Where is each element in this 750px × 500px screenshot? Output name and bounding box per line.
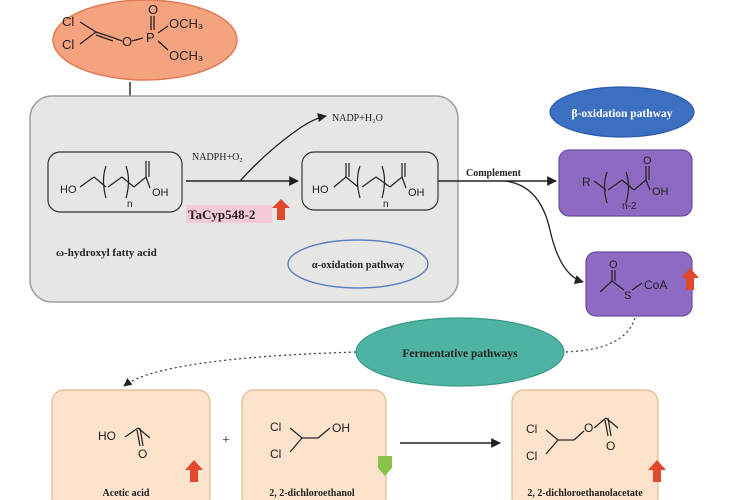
acetic-acid-label: Acetic acid [103, 488, 150, 499]
tacyp-label: TaCyp548-2 [188, 207, 255, 222]
dichloroethanolacetate-o-ester: O [584, 421, 593, 435]
cofactor-out: NADP+H₂O [332, 113, 383, 124]
dotted-coa-to-fermentative [564, 317, 636, 353]
substrate-ho: HO [60, 184, 77, 196]
dichloroethanolacetate-o-carbonyl: O [606, 439, 615, 453]
acetic-acid-o: O [138, 447, 147, 461]
dichloroethanol-label: 2, 2-dichloroethanol [269, 488, 355, 499]
dichlorvos-och3-bottom: OCH₃ [169, 48, 203, 63]
dichloroethanol-cl-top: Cl [270, 420, 281, 434]
dichlorvos-o-ester: O [122, 34, 132, 49]
complement-label: Complement [466, 168, 522, 179]
dichlorvos-p: P [146, 30, 155, 45]
dichloroethanolacetate-up-arrow-icon [648, 460, 666, 482]
beta-product-r: R [582, 175, 591, 189]
dichloroethanolacetate-node: Cl Cl O O 2, 2-dichloroethanolacetate [511, 389, 666, 500]
dichlorvos-cl-bottom: Cl [62, 37, 74, 52]
dichlorvos-cl-top: Cl [62, 14, 74, 29]
coa-label: CoA [644, 278, 667, 292]
dichloroethanolacetate-label: 2, 2-dichloroethanolacetate [527, 488, 643, 499]
beta-product-structure [593, 166, 651, 204]
dichloroethanol-box [241, 389, 387, 500]
dichlorvos-structure [79, 16, 169, 51]
dichloroethanolacetate-cl-bottom: Cl [526, 449, 537, 463]
fermentative-label: Fermentative pathways [402, 348, 518, 360]
dichloroethanol-cl-bottom: Cl [270, 447, 281, 461]
dichlorvos-ellipse [52, 0, 238, 81]
acetic-acid-up-arrow-icon [185, 460, 203, 482]
tacyp-highlight [186, 205, 272, 223]
alpha-oxidation-ellipse [287, 239, 429, 289]
dichloroethanol-down-arrow-icon [378, 456, 392, 476]
cofactor-curve-arrow [239, 112, 327, 182]
substrate-structure [79, 161, 151, 199]
dichloroethanolacetate-cl-top: Cl [526, 422, 537, 436]
grey-box: HO n OH ω-hydroxyl fatty acid NADPH+O₂ N… [29, 95, 459, 303]
arrow-to-coa [504, 180, 584, 284]
dichlorvos-o-double: O [148, 2, 158, 17]
beta-product-o: O [643, 155, 652, 167]
cofactor-in: NADPH+O₂ [192, 152, 243, 163]
acetic-acid-box [51, 389, 211, 500]
coa-up-arrow-icon [681, 268, 699, 290]
dichloroethanol-oh: OH [332, 421, 350, 435]
beta-oxidation-ellipse [549, 86, 695, 138]
coa-s: S [624, 290, 631, 302]
dichloroethanol-node: Cl Cl OH 2, 2-dichloroethanol [241, 389, 392, 500]
substrate-n: n [127, 199, 133, 210]
coa-structure [599, 270, 643, 293]
dotted-fermentative-to-acetic [123, 351, 357, 387]
acetic-acid-node: HO O Acetic acid [51, 389, 211, 500]
substrate-label: ω-hydroxyl fatty acid [56, 247, 157, 259]
coa-o: O [609, 259, 618, 271]
alpha-oxidation-label: α-oxidation pathway [312, 260, 405, 271]
tacyp-up-arrow-icon [272, 199, 290, 220]
dichloroethanolacetate-box [511, 389, 659, 500]
acetic-acid-ho: HO [98, 429, 116, 443]
product-structure [333, 163, 407, 199]
beta-product-oh: OH [652, 186, 669, 198]
product-ho: HO [312, 184, 329, 196]
dichlorvos-och3-top: OCH₃ [169, 16, 203, 31]
dichlorvos-node: Cl Cl O P O OCH₃ OCH₃ [52, 0, 238, 81]
beta-product-n: n-2 [622, 201, 637, 212]
plus-sign: + [222, 433, 230, 448]
substrate-box [47, 151, 183, 213]
substrate-oh: OH [152, 187, 169, 199]
product-n: n [383, 199, 389, 210]
coa-box [585, 251, 693, 317]
product-oh: OH [408, 187, 425, 199]
beta-oxidation-label: β-oxidation pathway [572, 108, 673, 120]
